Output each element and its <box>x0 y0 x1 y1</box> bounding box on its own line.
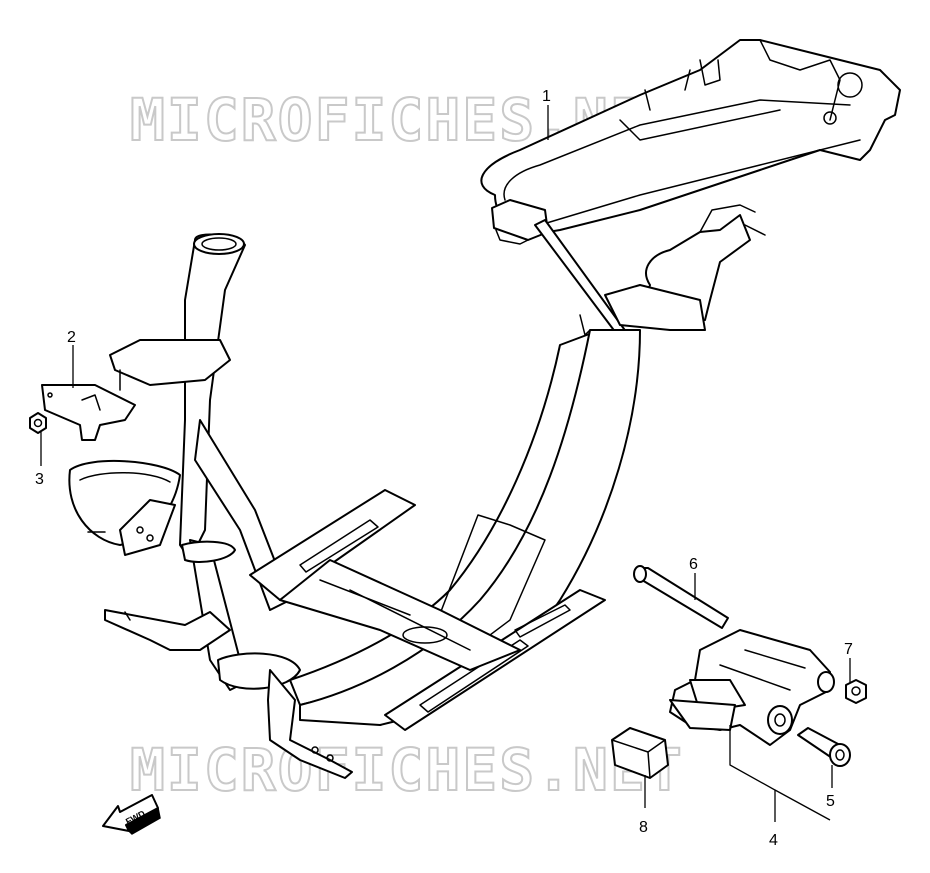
bolt-part-6[interactable] <box>633 565 729 629</box>
leader-lines <box>40 105 851 822</box>
nut-part-7[interactable] <box>845 679 867 704</box>
callout-2: 2 <box>67 329 76 346</box>
fwd-arrow-icon: FWD <box>102 794 161 835</box>
rubber-part-8[interactable] <box>611 727 669 779</box>
callout-8: 8 <box>639 819 648 836</box>
callout-1: 1 <box>542 88 551 105</box>
engine-mount-part-4[interactable] <box>669 629 835 746</box>
callout-labels: 1 2 3 4 5 6 7 8 <box>35 88 853 849</box>
callout-4: 4 <box>769 832 778 849</box>
callout-3: 3 <box>35 471 44 488</box>
callout-6: 6 <box>689 556 698 573</box>
watermark-bottom: MICROFICHES.NET <box>130 736 684 804</box>
nut-part-3[interactable] <box>29 412 47 434</box>
bolt-part-5[interactable] <box>797 727 851 767</box>
callout-5: 5 <box>826 793 835 810</box>
frame-body[interactable] <box>68 39 901 779</box>
bracket-part-2[interactable] <box>41 384 136 441</box>
callout-7: 7 <box>844 641 853 658</box>
